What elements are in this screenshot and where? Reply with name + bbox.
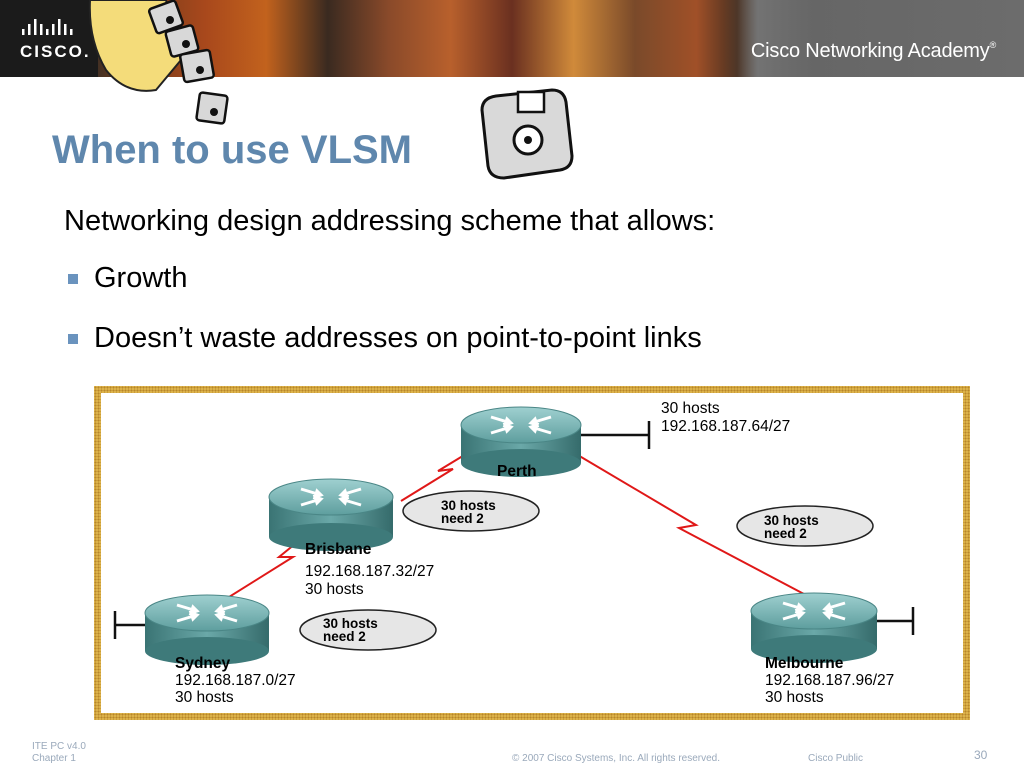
footer-copyright: © 2007 Cisco Systems, Inc. All rights re… (512, 753, 721, 764)
bullet-list: Growth Doesn’t waste addresses on point-… (64, 262, 702, 382)
footer-chapter: Chapter 1 (32, 753, 76, 764)
academy-text: Cisco Networking Academy (750, 40, 990, 62)
wan-link-perth-brisbane (400, 450, 472, 502)
floppy-disk-stack-icon (88, 0, 229, 125)
logo-panel (0, 0, 98, 77)
banner-shade (724, 0, 1024, 77)
lan-link-perth (581, 421, 651, 449)
bullet-text: Growth (94, 262, 188, 294)
network-diagram: 30 hosts 192.168.187.64/27 Perth Brisban… (101, 393, 963, 713)
melbourne-network: 192.168.187.96/27 (765, 672, 895, 689)
footer-classification: Cisco Public (808, 753, 864, 764)
slide-title: When to use VLSM (52, 128, 412, 172)
link-note-line: need 2 (323, 629, 366, 644)
bullet-item: Doesn’t waste addresses on point-to-poin… (64, 322, 702, 382)
link-note: 30 hosts need 2 (441, 498, 496, 526)
academy-brand: Cisco Networking Academy® (751, 40, 996, 63)
page-number: 30 (974, 748, 988, 762)
bullet-square-icon (68, 274, 78, 284)
sydney-hosts: 30 hosts (175, 689, 234, 706)
link-note-line: need 2 (764, 526, 807, 541)
network-diagram-graphics (113, 406, 915, 665)
cisco-bars-icon (22, 19, 73, 35)
bullet-square-icon (68, 334, 78, 344)
router-name-perth: Perth (497, 463, 537, 480)
link-note-line: 30 hosts (764, 513, 819, 528)
sydney-network: 192.168.187.0/27 (175, 672, 296, 689)
footer-course: ITE PC v4.0 (32, 741, 86, 752)
lan-link-melbourne (877, 607, 915, 635)
bullet-item: Growth (64, 262, 702, 322)
perth-lan-network: 192.168.187.64/27 (661, 418, 791, 435)
router-perth-icon (460, 406, 582, 477)
router-brisbane-icon (268, 478, 394, 551)
floppy-disk-icon (480, 88, 574, 180)
link-note-line: need 2 (441, 511, 484, 526)
brisbane-hosts: 30 hosts (305, 581, 364, 598)
cisco-logo: CISCO. (16, 12, 96, 64)
bullet-text: Doesn’t waste addresses on point-to-poin… (94, 322, 702, 354)
router-name-brisbane: Brisbane (305, 541, 372, 558)
cisco-wordmark: CISCO. (20, 42, 91, 61)
wan-link-perth-melbourne (570, 450, 822, 604)
perth-lan-hosts: 30 hosts (661, 400, 720, 417)
link-note-oval (299, 609, 437, 651)
link-note: 30 hosts need 2 (323, 616, 378, 644)
diagram-frame: 30 hosts 192.168.187.64/27 Perth Brisban… (94, 386, 970, 720)
router-sydney-icon (144, 594, 270, 665)
registered-mark: ® (989, 40, 997, 50)
brisbane-network: 192.168.187.32/27 (305, 563, 435, 580)
intro-text: Networking design addressing scheme that… (64, 205, 716, 237)
router-name-melbourne: Melbourne (765, 655, 844, 672)
router-name-sydney: Sydney (175, 655, 231, 672)
link-note-line: 30 hosts (323, 616, 378, 631)
router-melbourne-icon (750, 592, 878, 663)
link-note-line: 30 hosts (441, 498, 496, 513)
link-note-oval (736, 505, 874, 547)
link-note-oval (402, 490, 540, 532)
melbourne-hosts: 30 hosts (765, 689, 824, 706)
link-note: 30 hosts need 2 (764, 513, 819, 541)
